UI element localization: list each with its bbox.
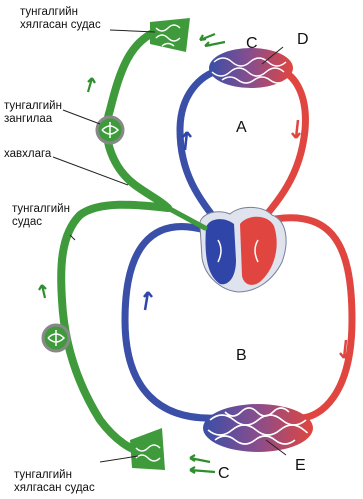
label-lymph-node: тунгалгийн зангилаа (4, 100, 62, 126)
lymph-capillaries-bottom (130, 428, 165, 470)
marker-C-bottom: C (218, 465, 230, 482)
label-lymph-capillaries-bottom: тунгалгийн хялгасан судас (14, 469, 95, 495)
marker-A: A (236, 119, 247, 136)
pulmonary-vein-left (180, 70, 228, 236)
marker-C-top: C (246, 35, 258, 52)
systemic-capillary-bed (203, 404, 313, 452)
label-lymph-vessel: тунгалгийн судас (12, 203, 70, 229)
marker-B: B (236, 347, 247, 364)
label-line: тунгалгийн (4, 100, 62, 113)
lymphatic-vessels (61, 30, 205, 455)
label-line: хялгасан судас (20, 19, 101, 32)
heart (200, 207, 286, 292)
label-line: тунгалгийн (20, 6, 101, 19)
label-line: судас (12, 216, 70, 229)
pulmonary-capillary-bed (209, 48, 293, 88)
lymph-flow-arrows (39, 34, 225, 473)
label-line: тунгалгийн (14, 469, 95, 482)
lymph-node-lower (43, 325, 69, 351)
marker-D: D (297, 31, 309, 48)
label-line: хялгасан судас (14, 482, 95, 495)
marker-E: E (295, 457, 306, 474)
lymph-capillaries-top (150, 18, 190, 52)
lymph-node-upper (97, 117, 123, 143)
label-line: зангилаа (4, 113, 62, 126)
label-lymph-capillaries-top: тунгалгийн хялгасан судас (20, 6, 101, 32)
label-line: тунгалгийн (12, 203, 70, 216)
label-valve: хавхлага (4, 148, 51, 161)
